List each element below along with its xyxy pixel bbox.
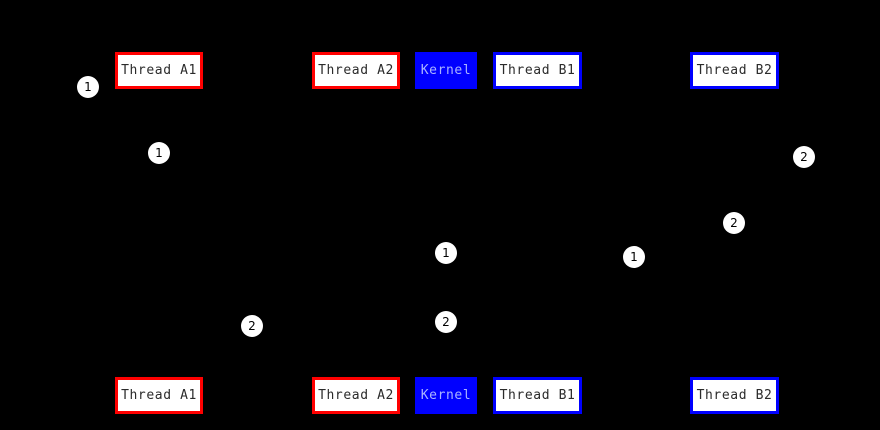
lifeline-label: Thread B1 (499, 388, 576, 403)
lifeline-label: Thread B2 (696, 63, 773, 78)
lifeline-label: Thread A1 (121, 63, 197, 78)
lifeline-label: Thread A2 (318, 388, 394, 403)
lifeline-box-thread-a2-bottom[interactable]: Thread A2 (312, 377, 400, 414)
message-marker-m7[interactable]: 2 (241, 315, 263, 337)
lifeline-box-thread-b2-top[interactable]: Thread B2 (690, 52, 779, 89)
lifeline-box-thread-b1-top[interactable]: Thread B1 (493, 52, 582, 89)
lifeline-stem-thread-a1 (159, 89, 160, 377)
lifeline-label: Thread B1 (499, 63, 576, 78)
lifeline-box-thread-a2-top[interactable]: Thread A2 (312, 52, 400, 89)
lifeline-box-thread-a1-top[interactable]: Thread A1 (115, 52, 203, 89)
lifeline-label: Thread A1 (121, 388, 197, 403)
lifeline-label: Kernel (420, 63, 472, 78)
lifeline-stem-thread-b1 (537, 89, 539, 377)
message-marker-m6[interactable]: 1 (623, 246, 645, 268)
message-marker-m1[interactable]: 1 (77, 76, 99, 98)
lifeline-box-thread-a1-bottom[interactable]: Thread A1 (115, 377, 203, 414)
lifeline-box-kernel-top[interactable]: Kernel (415, 52, 477, 89)
message-marker-m8[interactable]: 2 (435, 311, 457, 333)
lifeline-stem-thread-a2 (356, 89, 357, 377)
lifeline-label: Thread B2 (696, 388, 773, 403)
lifeline-stem-kernel (446, 89, 447, 377)
message-marker-m5[interactable]: 1 (435, 242, 457, 264)
lifeline-box-thread-b2-bottom[interactable]: Thread B2 (690, 377, 779, 414)
message-marker-m2[interactable]: 1 (148, 142, 170, 164)
lifeline-label: Kernel (420, 388, 472, 403)
lifeline-label: Thread A2 (318, 63, 394, 78)
lifeline-box-thread-b1-bottom[interactable]: Thread B1 (493, 377, 582, 414)
message-marker-m3[interactable]: 2 (793, 146, 815, 168)
message-marker-m4[interactable]: 2 (723, 212, 745, 234)
lifeline-box-kernel-bottom[interactable]: Kernel (415, 377, 477, 414)
